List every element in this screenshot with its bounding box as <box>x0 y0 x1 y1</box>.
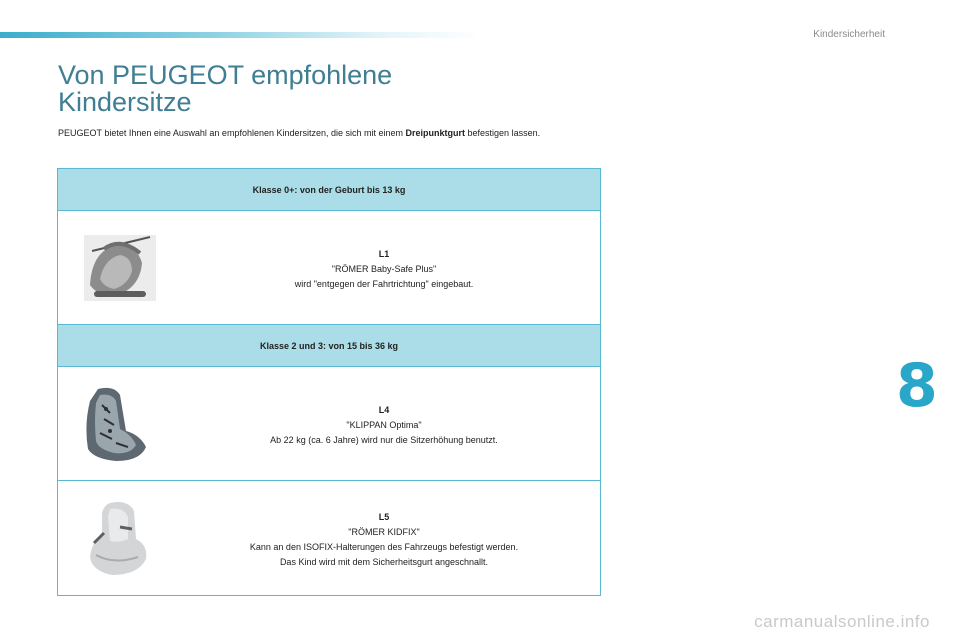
section-label: Kindersicherheit <box>813 29 885 40</box>
seat-description: Kann an den ISOFIX-Halterungen des Fahrz… <box>249 542 519 552</box>
seat-name: "KLIPPAN Optima" <box>346 420 422 430</box>
seat-info-l1: L1 "RÖMER Baby-Safe Plus" wird "entgegen… <box>168 247 600 292</box>
intro-bold-term: Dreipunktgurt <box>405 128 466 138</box>
child-seat-table: Klasse 0+: von der Geburt bis 13 kg L1 "… <box>57 168 601 596</box>
seat-code: L4 <box>378 405 390 415</box>
chapter-number: 8 <box>896 351 938 421</box>
booster-seat-klippan-image <box>86 387 146 461</box>
header-accent-bar <box>0 32 480 38</box>
page-title-line2: Kindersitze <box>58 87 192 117</box>
seat-code: L5 <box>378 512 390 522</box>
seat-info-l5: L5 "RÖMER KIDFIX" Kann an den ISOFIX-Hal… <box>168 510 600 570</box>
seat-code: L1 <box>378 249 390 259</box>
watermark: carmanualsonline.info <box>754 612 930 631</box>
infant-carrier-image <box>84 235 156 301</box>
page-title-line1: Von PEUGEOT empfohlene <box>58 60 393 90</box>
intro-text-before: PEUGEOT bietet Ihnen eine Auswahl an emp… <box>58 128 406 138</box>
class-header-0: Klasse 0+: von der Geburt bis 13 kg <box>58 169 600 211</box>
seat-description: wird "entgegen der Fahrtrichtung" eingeb… <box>294 279 474 289</box>
seat-description: Ab 22 kg (ca. 6 Jahre) wird nur die Sitz… <box>270 435 498 445</box>
page-title: Von PEUGEOT empfohlene Kindersitze <box>58 62 578 116</box>
intro-paragraph: PEUGEOT bietet Ihnen eine Auswahl an emp… <box>58 125 606 141</box>
seat-row-l1: L1 "RÖMER Baby-Safe Plus" wird "entgegen… <box>58 211 600 325</box>
class-header-2-3: Klasse 2 und 3: von 15 bis 36 kg <box>58 325 600 367</box>
intro-text-after: befestigen lassen. <box>465 128 541 138</box>
seat-description-2: Das Kind wird mit dem Sicherheitsgurt an… <box>279 557 489 567</box>
seat-info-l4: L4 "KLIPPAN Optima" Ab 22 kg (ca. 6 Jahr… <box>168 403 600 448</box>
seat-row-l4: L4 "KLIPPAN Optima" Ab 22 kg (ca. 6 Jahr… <box>58 367 600 481</box>
seat-row-l5: L5 "RÖMER KIDFIX" Kann an den ISOFIX-Hal… <box>58 481 600 595</box>
seat-name: "RÖMER KIDFIX" <box>348 527 420 537</box>
seat-name: "RÖMER Baby-Safe Plus" <box>331 264 437 274</box>
booster-seat-kidfix-image <box>90 502 147 575</box>
